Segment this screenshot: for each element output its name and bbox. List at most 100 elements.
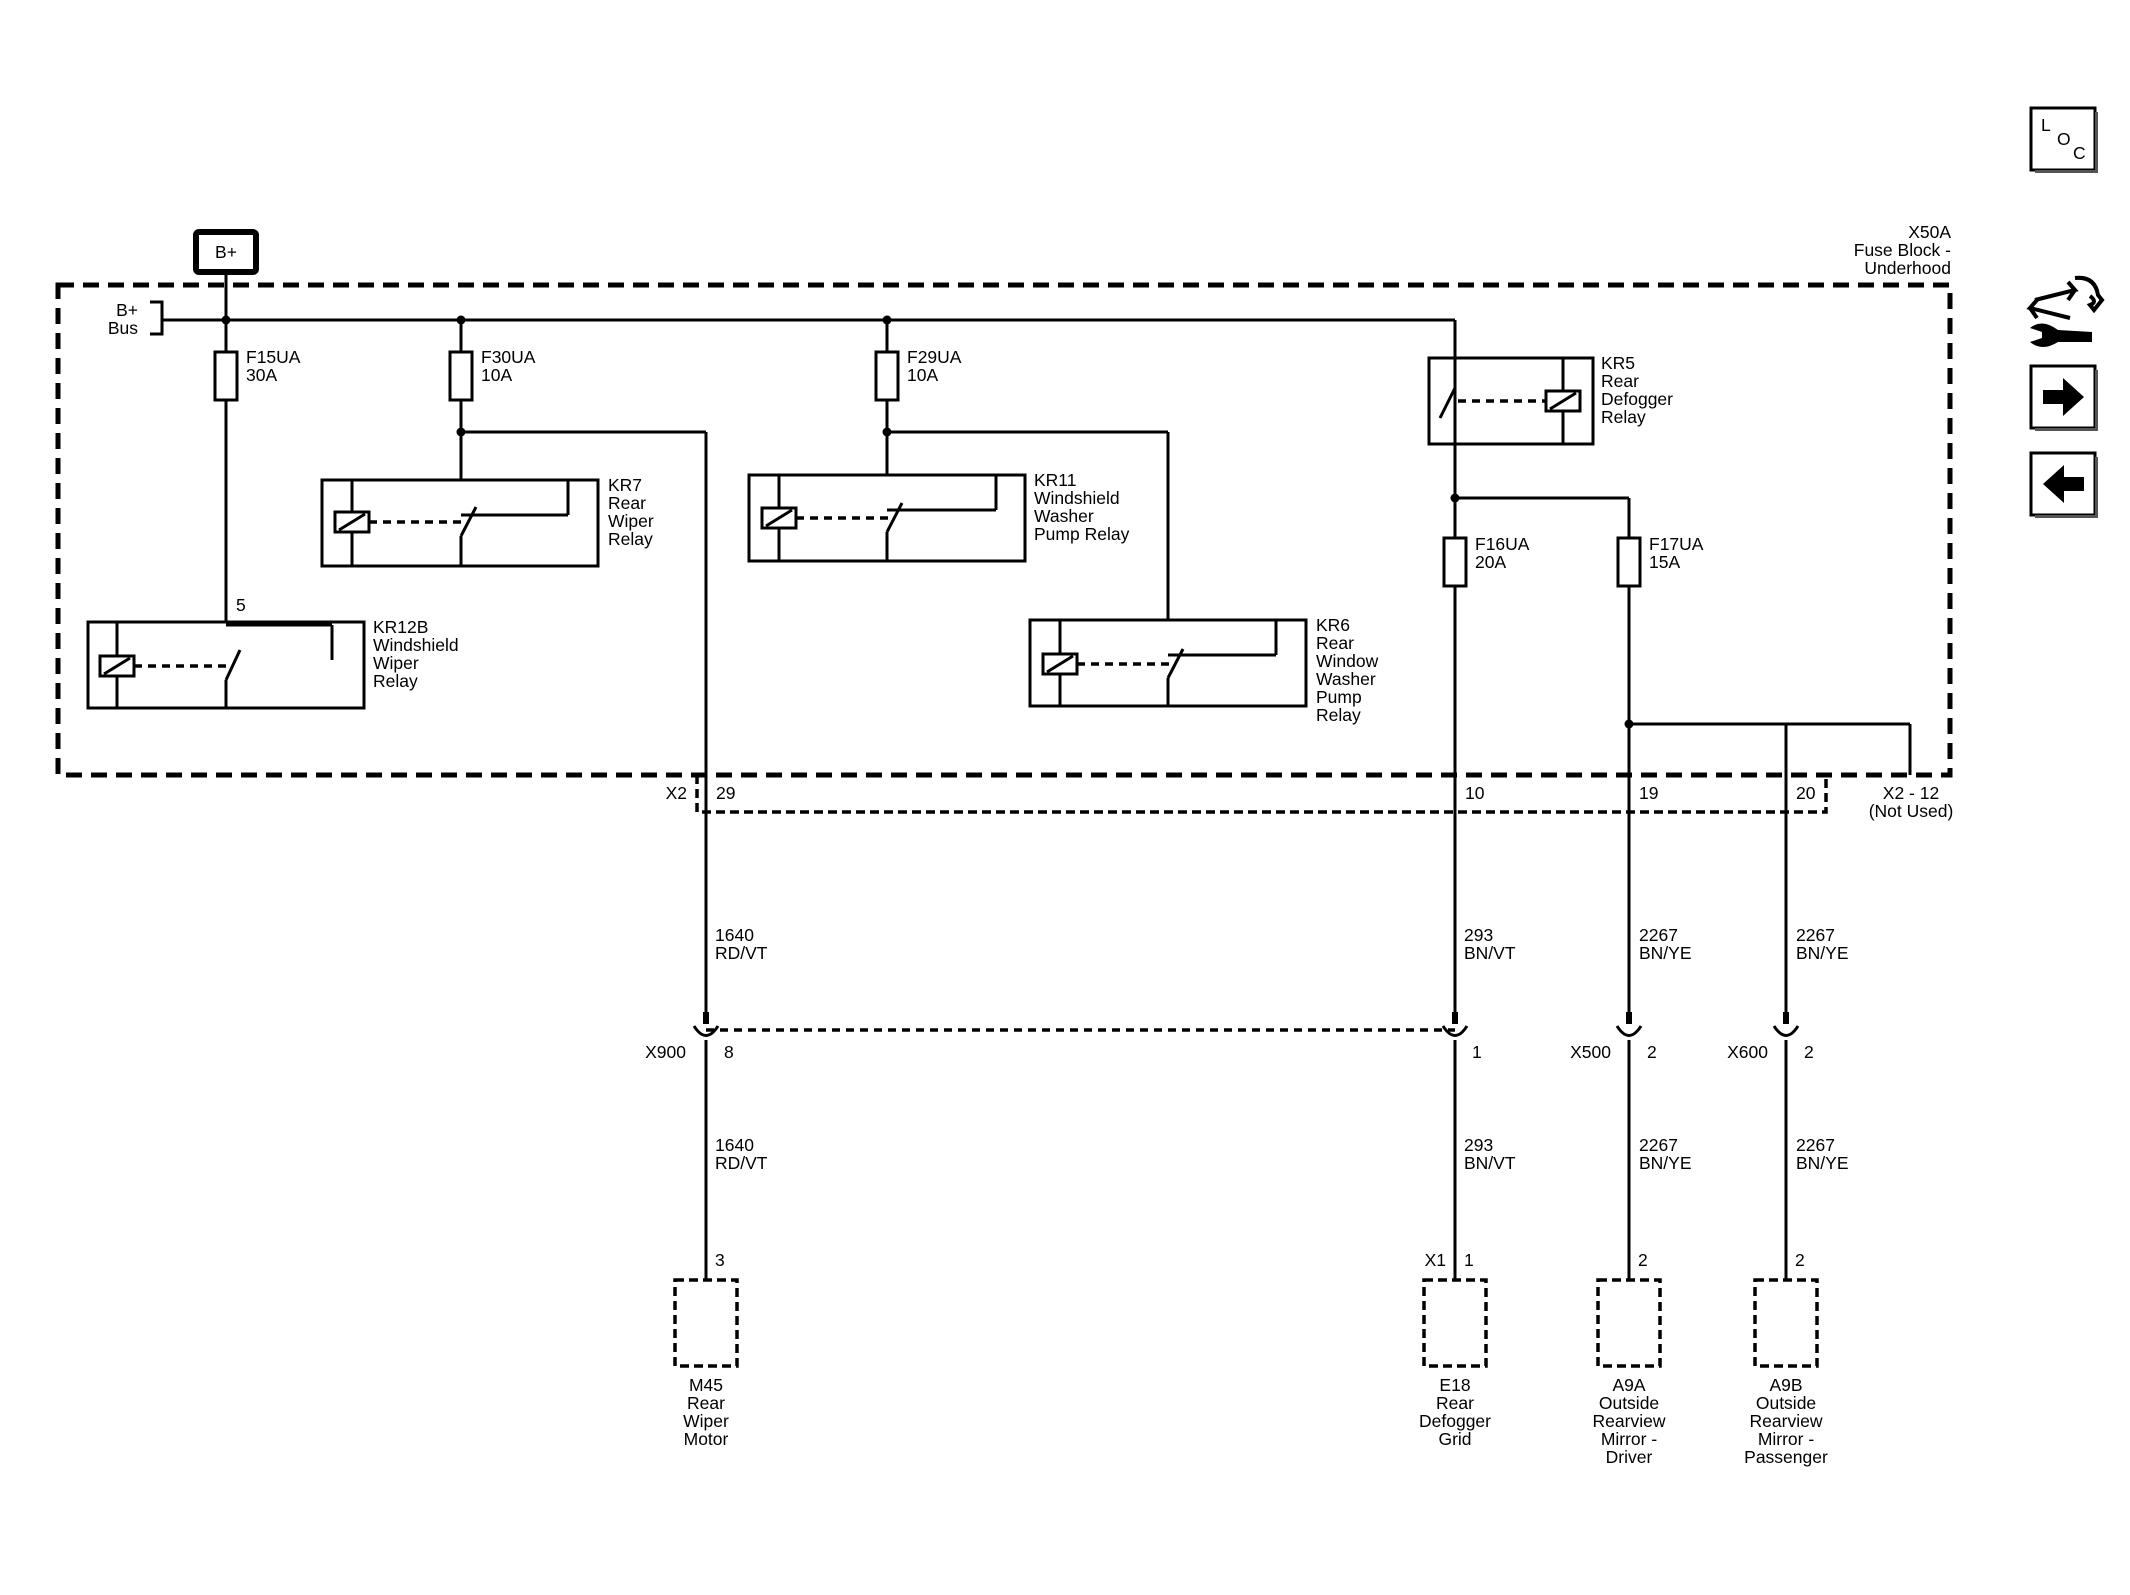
loc-icon-c: C [2073, 143, 2086, 163]
kr6-label-3: Washer [1316, 669, 1376, 689]
m45-pin: 3 [715, 1250, 725, 1270]
component-a9b[interactable] [1753, 1278, 1819, 1368]
kr6-label-0: KR6 [1316, 615, 1350, 635]
wire-293-circuit-upper: 293 [1464, 925, 1493, 945]
kr11-label-0: KR11 [1034, 470, 1076, 490]
wire-2267-color-upper-b: BN/YE [1796, 943, 1849, 963]
bus-bracket [150, 300, 164, 336]
loc-icon-l: L [2041, 115, 2051, 135]
kr11-label-3: Pump Relay [1034, 524, 1130, 544]
m45-label-1: Rear [687, 1393, 725, 1413]
relay-kr11[interactable] [747, 473, 1027, 563]
kr7-label-3: Relay [608, 529, 653, 549]
b-plus-label: B+ [215, 242, 237, 262]
x2-label: X2 [666, 783, 687, 803]
a9a-label-3: Mirror - [1601, 1429, 1658, 1449]
a9b-label-2: Rearview [1750, 1411, 1823, 1431]
kr5-label-3: Relay [1601, 407, 1646, 427]
fuse-f29ua-name: F29UA [907, 347, 962, 367]
e18-label-0: E18 [1439, 1375, 1470, 1395]
kr12b-label-0: KR12B [373, 617, 428, 637]
fuse-block-id: X50A [1908, 222, 1951, 242]
x2-not-used: (Not Used) [1869, 801, 1954, 821]
relay-kr6[interactable] [1028, 618, 1308, 708]
inline-connector-x600-2[interactable] [1772, 1012, 1800, 1037]
kr6-label-4: Pump [1316, 687, 1362, 707]
relay-kr5[interactable] [1427, 356, 1595, 446]
m45-label-0: M45 [689, 1375, 723, 1395]
a9b-pin: 2 [1795, 1250, 1805, 1270]
kr5-label-2: Defogger [1601, 389, 1673, 409]
kr12b-pin-5: 5 [236, 595, 246, 615]
component-m45[interactable] [673, 1278, 739, 1368]
wire-2267-circuit-lower-a: 2267 [1639, 1135, 1678, 1155]
fuse-f30ua-rating: 10A [481, 365, 512, 385]
inline-connector-x900-1[interactable] [1441, 1012, 1469, 1037]
fuse-f17ua-rating: 15A [1649, 552, 1680, 572]
a9a-label-2: Rearview [1593, 1411, 1666, 1431]
wire-2267-circuit-upper-b: 2267 [1796, 925, 1835, 945]
a9b-label-4: Passenger [1744, 1447, 1828, 1467]
e18-label-3: Grid [1438, 1429, 1471, 1449]
prev-page-button[interactable] [2029, 451, 2098, 518]
wire-293-circuit-lower: 293 [1464, 1135, 1493, 1155]
x2-pin-12: X2 - 12 [1883, 783, 1939, 803]
fuse-f15ua[interactable] [213, 350, 239, 402]
relay-kr12b[interactable] [86, 620, 366, 710]
wire-2267-circuit-upper-a: 2267 [1639, 925, 1678, 945]
x2-pin-10: 10 [1465, 783, 1485, 803]
wire-2267-color-lower-b: BN/YE [1796, 1153, 1849, 1173]
a9a-pin: 2 [1638, 1250, 1648, 1270]
fuse-f30ua-name: F30UA [481, 347, 536, 367]
b-plus-power-source[interactable]: B+ [193, 229, 259, 275]
loc-icon[interactable]: L O C [2029, 106, 2098, 173]
arrow-left-icon [2043, 465, 2084, 503]
kr11-label-1: Windshield [1034, 488, 1120, 508]
bus-label-bus: Bus [108, 318, 138, 338]
wire-1640-circuit-lower: 1640 [715, 1135, 754, 1155]
kr12b-label-1: Windshield [373, 635, 459, 655]
kr6-label-2: Window [1316, 651, 1379, 671]
connector-wrench-icon[interactable] [2026, 275, 2105, 347]
wire-1640-circuit-upper: 1640 [715, 925, 754, 945]
fuse-f15ua-rating: 30A [246, 365, 277, 385]
bus-label-b-plus: B+ [116, 300, 138, 320]
next-page-button[interactable] [2029, 364, 2098, 431]
fuse-f16ua[interactable] [1442, 536, 1468, 588]
fuse-f15ua-name: F15UA [246, 347, 301, 367]
wire-293-color-lower: BN/VT [1464, 1153, 1516, 1173]
wire-293-color-upper: BN/VT [1464, 943, 1516, 963]
fuse-block-outline [55, 282, 1953, 778]
e18-pin: 1 [1464, 1250, 1474, 1270]
x600-label: X600 [1727, 1042, 1768, 1062]
fuse-f17ua[interactable] [1616, 536, 1642, 588]
loc-icon-o: O [2057, 129, 2071, 149]
kr5-label-0: KR5 [1601, 353, 1635, 373]
component-e18[interactable] [1422, 1278, 1488, 1368]
x900-pin-1: 1 [1472, 1042, 1482, 1062]
e18-connector: X1 [1425, 1250, 1446, 1270]
fuse-f29ua-rating: 10A [907, 365, 938, 385]
fuse-block-name: Fuse Block - [1854, 240, 1951, 260]
relay-kr7[interactable] [320, 478, 600, 568]
a9a-label-4: Driver [1606, 1447, 1653, 1467]
x600-pin: 2 [1804, 1042, 1814, 1062]
inline-connector-x900-8[interactable] [692, 1012, 720, 1037]
wire-2267-color-upper-a: BN/YE [1639, 943, 1692, 963]
fuse-f17ua-name: F17UA [1649, 534, 1704, 554]
fuse-f29ua[interactable] [874, 350, 900, 402]
x900-label: X900 [645, 1042, 686, 1062]
x500-label: X500 [1570, 1042, 1611, 1062]
a9b-label-0: A9B [1769, 1375, 1802, 1395]
a9b-label-3: Mirror - [1758, 1429, 1815, 1449]
a9a-label-0: A9A [1612, 1375, 1645, 1395]
x2-pin-29: 29 [716, 783, 735, 803]
x500-pin: 2 [1647, 1042, 1657, 1062]
a9a-label-1: Outside [1599, 1393, 1659, 1413]
inline-connector-x500-2[interactable] [1615, 1012, 1643, 1037]
x900-pin-8: 8 [724, 1042, 734, 1062]
component-a9a[interactable] [1596, 1278, 1662, 1368]
kr5-label-1: Rear [1601, 371, 1639, 391]
x2-pin-20: 20 [1796, 783, 1816, 803]
fuse-f30ua[interactable] [448, 350, 474, 402]
